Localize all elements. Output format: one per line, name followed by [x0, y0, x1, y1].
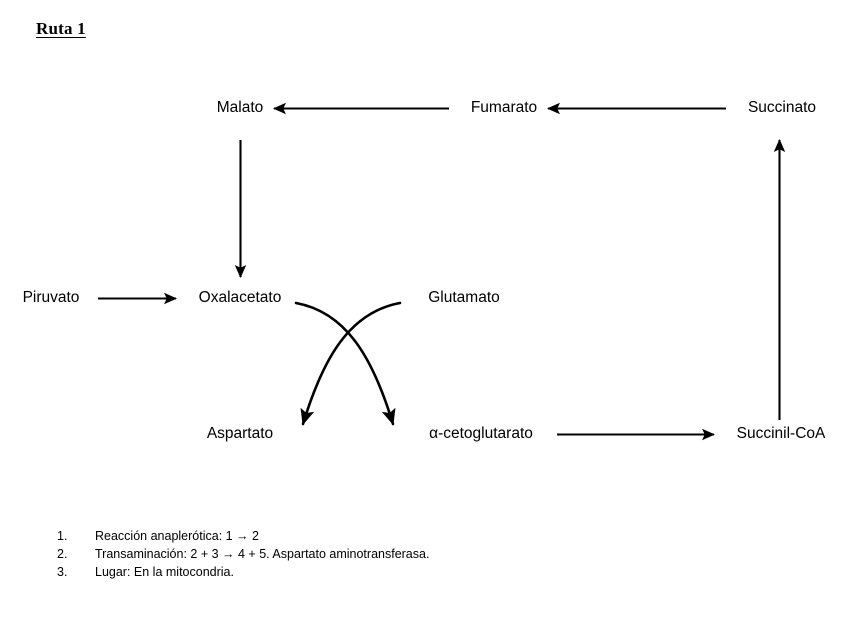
legend-item-text: Reacción anaplerótica: 1 → 2 [95, 529, 259, 543]
legend-item-number: 2. [57, 547, 68, 561]
node-alfa-cetoglutarato: α-cetoglutarato [429, 425, 533, 442]
node-malato: Malato [216, 99, 264, 116]
arrow-glutamato-to-aspartato [300, 301, 402, 426]
node-piruvato: Piruvato [22, 289, 80, 306]
node-succinato: Succinato [747, 99, 817, 116]
legend-item: 2. Transaminación: 2 + 3 → 4 + 5. Aspart… [57, 545, 617, 563]
legend-list: 1. Reacción anaplerótica: 1 → 2 2. Trans… [57, 527, 617, 581]
node-aspartato: Aspartato [206, 425, 274, 442]
legend-item-text: Lugar: En la mitocondria. [95, 565, 234, 579]
legend-item-number: 3. [57, 565, 68, 579]
node-succinil-coa: Succinil-CoA [736, 425, 826, 442]
node-fumarato: Fumarato [470, 99, 538, 116]
legend-item: 1. Reacción anaplerótica: 1 → 2 [57, 527, 617, 545]
legend-item-number: 1. [57, 529, 68, 543]
legend-item-text: Transaminación: 2 + 3 → 4 + 5. Aspartato… [95, 547, 430, 561]
legend-item: 3. Lugar: En la mitocondria. [57, 563, 617, 581]
node-oxalacetato: Oxalacetato [198, 289, 282, 306]
page-title: Ruta 1 [36, 19, 86, 38]
node-glutamato: Glutamato [428, 289, 500, 306]
arrow-oxalacetato-to-cetoglutarato [294, 301, 396, 426]
